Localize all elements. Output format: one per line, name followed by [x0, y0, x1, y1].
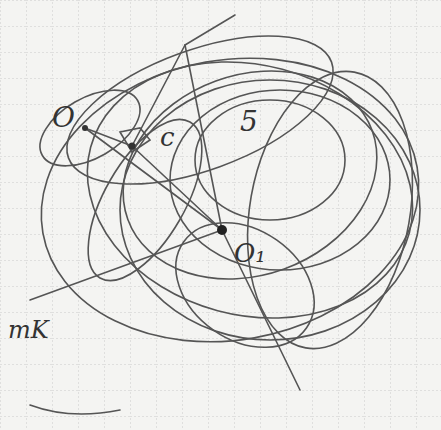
segment-label: c [160, 124, 175, 150]
point-label: O [52, 104, 75, 132]
point-label: O₁ [234, 240, 266, 266]
formula-note: mK [8, 318, 49, 342]
number-label: 5 [240, 108, 258, 136]
